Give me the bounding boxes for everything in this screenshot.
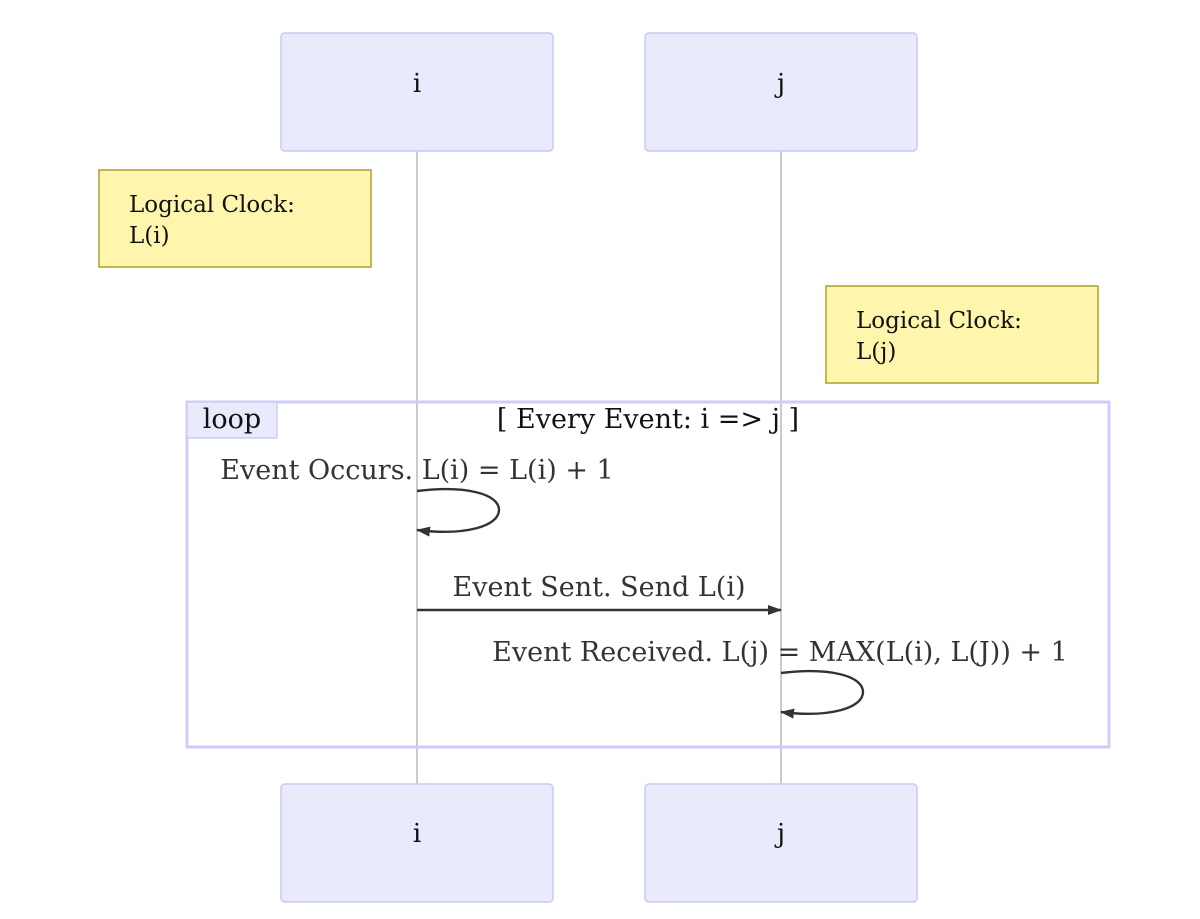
note-i-line2: L(i): [129, 223, 170, 249]
message-event-occurs: Event Occurs. L(i) = L(i) + 1: [220, 455, 614, 537]
actor-j-top-label: j: [774, 69, 785, 99]
note-j-line1: Logical Clock:: [856, 308, 1022, 334]
message-event-received: Event Received. L(j) = MAX(L(i), L(J)) +…: [492, 637, 1068, 719]
actor-j-bottom-box: [644, 783, 918, 903]
note-i-line1: Logical Clock:: [129, 192, 295, 218]
actor-j-bottom-label: j: [774, 819, 785, 849]
note-j-line2: L(j): [856, 339, 896, 365]
actor-i-bottom: i: [280, 783, 554, 903]
actor-i-bottom-box: [280, 783, 554, 903]
message-event-sent-label: Event Sent. Send L(i): [452, 572, 745, 603]
loop-block: loop [ Every Event: i => j ]: [185, 400, 1111, 749]
message-event-received-arrow: [780, 669, 865, 719]
loop-frame: [185, 400, 1111, 749]
note-j: Logical Clock: L(j): [825, 285, 1099, 384]
actor-i-top-box: [280, 32, 554, 152]
message-event-sent: Event Sent. Send L(i): [417, 572, 782, 615]
actor-j-top: j: [644, 32, 918, 152]
actor-j-top-box: [644, 32, 918, 152]
message-event-received-label: Event Received. L(j) = MAX(L(i), L(J)) +…: [492, 637, 1068, 668]
actor-i-top-label: i: [413, 69, 421, 99]
loop-label: loop: [203, 404, 261, 435]
message-event-occurs-label: Event Occurs. L(i) = L(i) + 1: [220, 455, 613, 486]
note-i: Logical Clock: L(i): [98, 169, 372, 268]
message-event-occurs-arrow: [416, 487, 501, 537]
note-i-box: [98, 169, 372, 268]
actor-j-bottom: j: [644, 783, 918, 903]
loop-label-box: [186, 401, 278, 439]
note-j-box: [825, 285, 1099, 384]
actor-i-bottom-label: i: [413, 819, 421, 849]
loop-condition: [ Every Event: i => j ]: [497, 404, 799, 435]
actor-i-top: i: [280, 32, 554, 152]
